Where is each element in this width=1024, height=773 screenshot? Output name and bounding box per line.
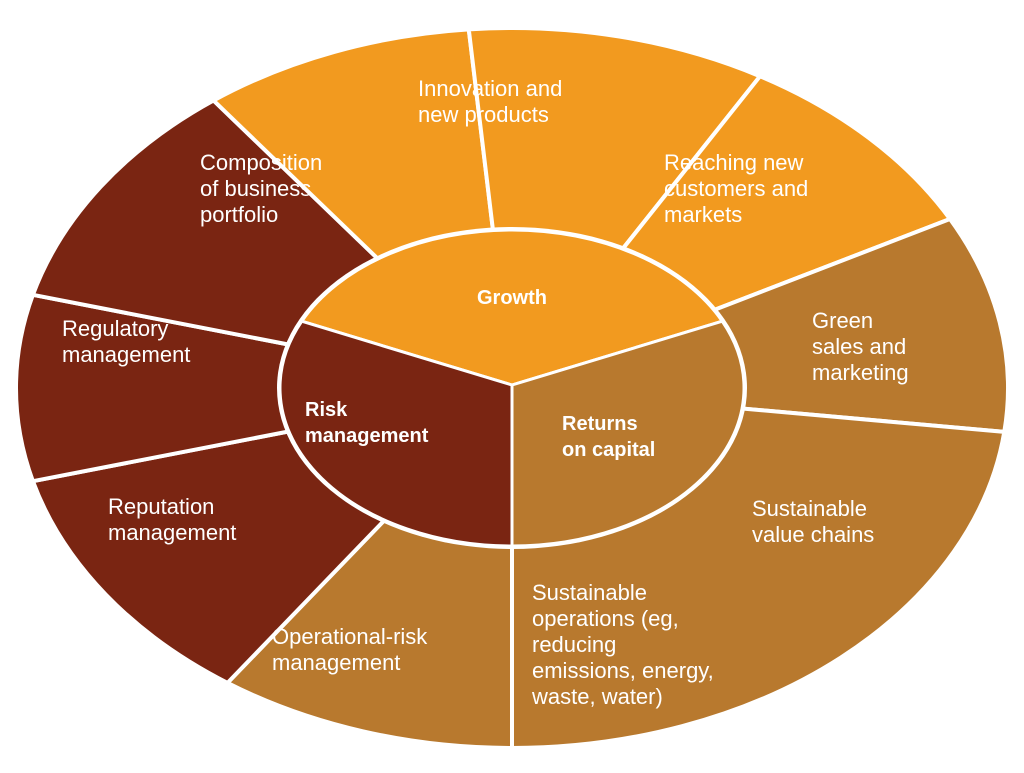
hub-label-risk-line: management xyxy=(305,425,429,447)
segment-label-value-chains-line: Sustainable xyxy=(752,496,867,521)
segment-label-innovation-line: Innovation and xyxy=(418,76,562,101)
hub-label-growth: Growth xyxy=(477,287,547,309)
segment-label-green-line: marketing xyxy=(812,360,909,385)
segment-label-regulatory-line: management xyxy=(62,342,190,367)
segment-label-reputation-line: Reputation xyxy=(108,494,214,519)
center-hub xyxy=(277,227,747,549)
hub-label-risk: Risk management xyxy=(305,399,429,447)
segment-label-operations-line: reducing xyxy=(532,632,616,657)
segment-label-composition-line: Composition xyxy=(200,150,322,175)
segment-label-green-line: sales and xyxy=(812,334,906,359)
segment-label-composition-line: portfolio xyxy=(200,202,278,227)
hub-sector-growth xyxy=(300,228,724,387)
segment-reputation xyxy=(14,292,514,484)
segment-label-operational-risk-line: management xyxy=(272,650,400,675)
segment-label-reaching-line: Reaching new xyxy=(664,150,804,175)
hub-label-growth-line: Growth xyxy=(477,287,547,309)
hub-label-returns-line: on capital xyxy=(562,439,655,461)
segment-label-operations-line: waste, water) xyxy=(531,684,663,709)
hub-label-returns: Returns on capital xyxy=(562,413,655,461)
segment-label-green-line: Green xyxy=(812,308,873,333)
segment-label-value-chains-line: value chains xyxy=(752,522,874,547)
hub-label-risk-line: Risk xyxy=(305,399,348,421)
hub-label-returns-line: Returns xyxy=(562,413,638,435)
segment-label-regulatory-line: Regulatory xyxy=(62,316,168,341)
segment-label-reaching-line: markets xyxy=(664,202,742,227)
segment-label-operations-line: emissions, energy, xyxy=(532,658,714,683)
hub-sector-risk xyxy=(278,319,514,548)
segment-label-operational-risk-line: Operational-risk xyxy=(272,624,428,649)
segment-label-composition-line: of business xyxy=(200,176,311,201)
segment-label-operations-line: Sustainable xyxy=(532,580,647,605)
segment-label-reaching-line: customers and xyxy=(664,176,808,201)
segment-label-innovation-line: new products xyxy=(418,102,549,127)
segment-label-operations-line: operations (eg, xyxy=(532,606,679,631)
hub-sector-returns xyxy=(510,319,746,548)
segment-label-reputation-line: management xyxy=(108,520,236,545)
